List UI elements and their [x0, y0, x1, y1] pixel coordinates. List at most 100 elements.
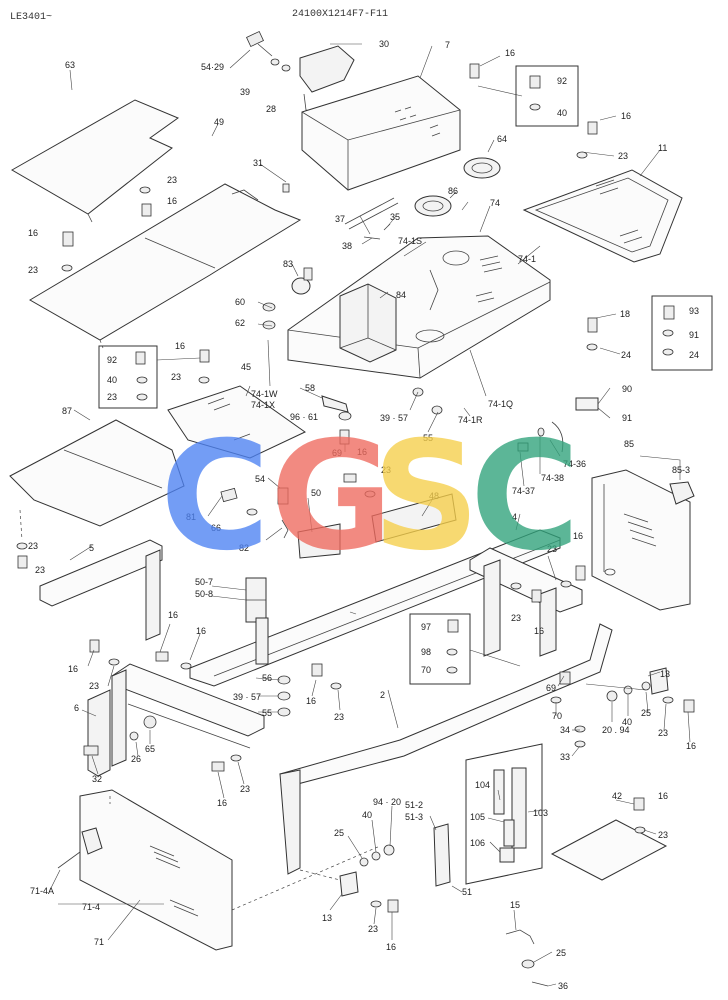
callout-label: 23 [658, 830, 668, 840]
washer-23-45 [198, 376, 210, 384]
callout-label: 90 [622, 384, 632, 394]
callout-label: 84 [396, 290, 406, 300]
callout-label: 92 [107, 355, 117, 365]
part-36-pin [531, 981, 549, 987]
washer-23-leftbox [136, 393, 148, 401]
part-15-rod [505, 929, 535, 945]
bolt-16-87 [17, 555, 28, 569]
callout-label: 23 [89, 681, 99, 691]
callout-label: 28 [266, 104, 276, 114]
callout-label: 24 [621, 350, 631, 360]
callout-label: 23 [107, 392, 117, 402]
callout-label: 16 [573, 531, 583, 541]
bolt-92-left [135, 351, 146, 365]
callout-label: 51-3 [405, 812, 423, 822]
callout-label: 93 [689, 306, 699, 316]
callout-label: 56 [262, 673, 272, 683]
bolt-93 [663, 305, 675, 320]
detail-box-104-105-106-103 [465, 743, 543, 885]
callout-label: 23 [334, 712, 344, 722]
part-51-plate [433, 823, 451, 887]
callout-label: 16 [175, 341, 185, 351]
callout-label: 71 [94, 937, 104, 947]
callout-label: 23 [171, 372, 181, 382]
callout-label: 35 [390, 212, 400, 222]
callout-label: 32 [92, 774, 102, 784]
part-63-cover-plate [10, 99, 180, 223]
callout-label: 51-2 [405, 800, 423, 810]
callout-label: 65 [145, 744, 155, 754]
callout-label: 74-37 [512, 486, 535, 496]
part-74-console [287, 235, 551, 379]
bolt-16-45 [199, 349, 210, 363]
callout-label: 54·29 [201, 62, 224, 72]
callout-label: 37 [335, 214, 345, 224]
washer-23-r [662, 696, 674, 704]
bolt-16-42 [633, 797, 645, 811]
callout-label: 26 [131, 754, 141, 764]
callout-label: 16 [505, 48, 515, 58]
part-7-hood [301, 75, 461, 191]
callout-label: 85-3 [672, 465, 690, 475]
part-6-leg [87, 689, 111, 777]
callout-label: 74-1R [458, 415, 483, 425]
bolt-18 [587, 317, 598, 333]
callout-label: 24 [689, 350, 699, 360]
callout-label: 55 [423, 433, 433, 443]
callout-label: 74-1Q [488, 399, 513, 409]
part-64-ring [463, 157, 501, 179]
callout-label: 66 [211, 523, 221, 533]
callout-label: 16 [68, 664, 78, 674]
callout-label: 74-36 [563, 459, 586, 469]
callout-label: 70 [552, 711, 562, 721]
washer-23-front [230, 754, 242, 762]
watermark-letter: S [372, 410, 480, 584]
callout-label: 48 [429, 491, 439, 501]
callout-label: 105 [470, 812, 485, 822]
callout-label: 50-7 [195, 577, 213, 587]
callout-label: 23 [167, 175, 177, 185]
watermark-letter: C [160, 410, 270, 584]
bolt-16-post-b [575, 565, 586, 581]
callout-label: 33 [560, 752, 570, 762]
callout-label: 49 [214, 117, 224, 127]
washer-23-49 [139, 186, 151, 194]
bolt-16-frame-left [89, 639, 100, 653]
bolt-69 [339, 429, 350, 445]
callout-label: 106 [470, 838, 485, 848]
bolt-16-front [211, 761, 225, 772]
leader-lines [49, 43, 691, 987]
nut-20-94 [606, 690, 618, 702]
callout-label: 16 [196, 626, 206, 636]
bolt-16-left [62, 231, 74, 247]
callout-labels: 54·29 30 7 16 63 39 28 92 40 16 23 64 11… [28, 39, 699, 991]
bolt-16-top [469, 63, 480, 79]
callout-label: 16 [686, 741, 696, 751]
part-2-main-frame [111, 623, 613, 875]
part-11-panel [522, 169, 683, 263]
callout-label: 91 [622, 413, 632, 423]
callout-label: 7 [445, 40, 450, 50]
part-58-bracket [321, 395, 349, 413]
callout-label: 87 [62, 406, 72, 416]
callout-label: 94 · 20 [373, 797, 401, 807]
watermark-letter: C [470, 410, 580, 584]
washer-25-low [521, 959, 535, 969]
callout-label: 69 [546, 683, 556, 693]
nut-65 [143, 715, 157, 729]
washer-39 [270, 58, 280, 66]
callout-label: 39 [240, 87, 250, 97]
washer-23-right [576, 151, 588, 159]
callout-label: 96 · 61 [290, 412, 318, 422]
callout-label: 74-1S [398, 236, 422, 246]
callout-label: 16 [386, 942, 396, 952]
callout-label: 5 [89, 543, 94, 553]
bolt-16-49 [141, 203, 152, 217]
washer-28 [281, 64, 291, 72]
detail-box-93-91-24 [651, 295, 713, 371]
bolt-16-frame-mid [155, 651, 169, 662]
callout-label: 103 [533, 808, 548, 818]
callout-label: 74 [490, 198, 500, 208]
callout-label: 25 [641, 708, 651, 718]
callout-label: 16 [306, 696, 316, 706]
